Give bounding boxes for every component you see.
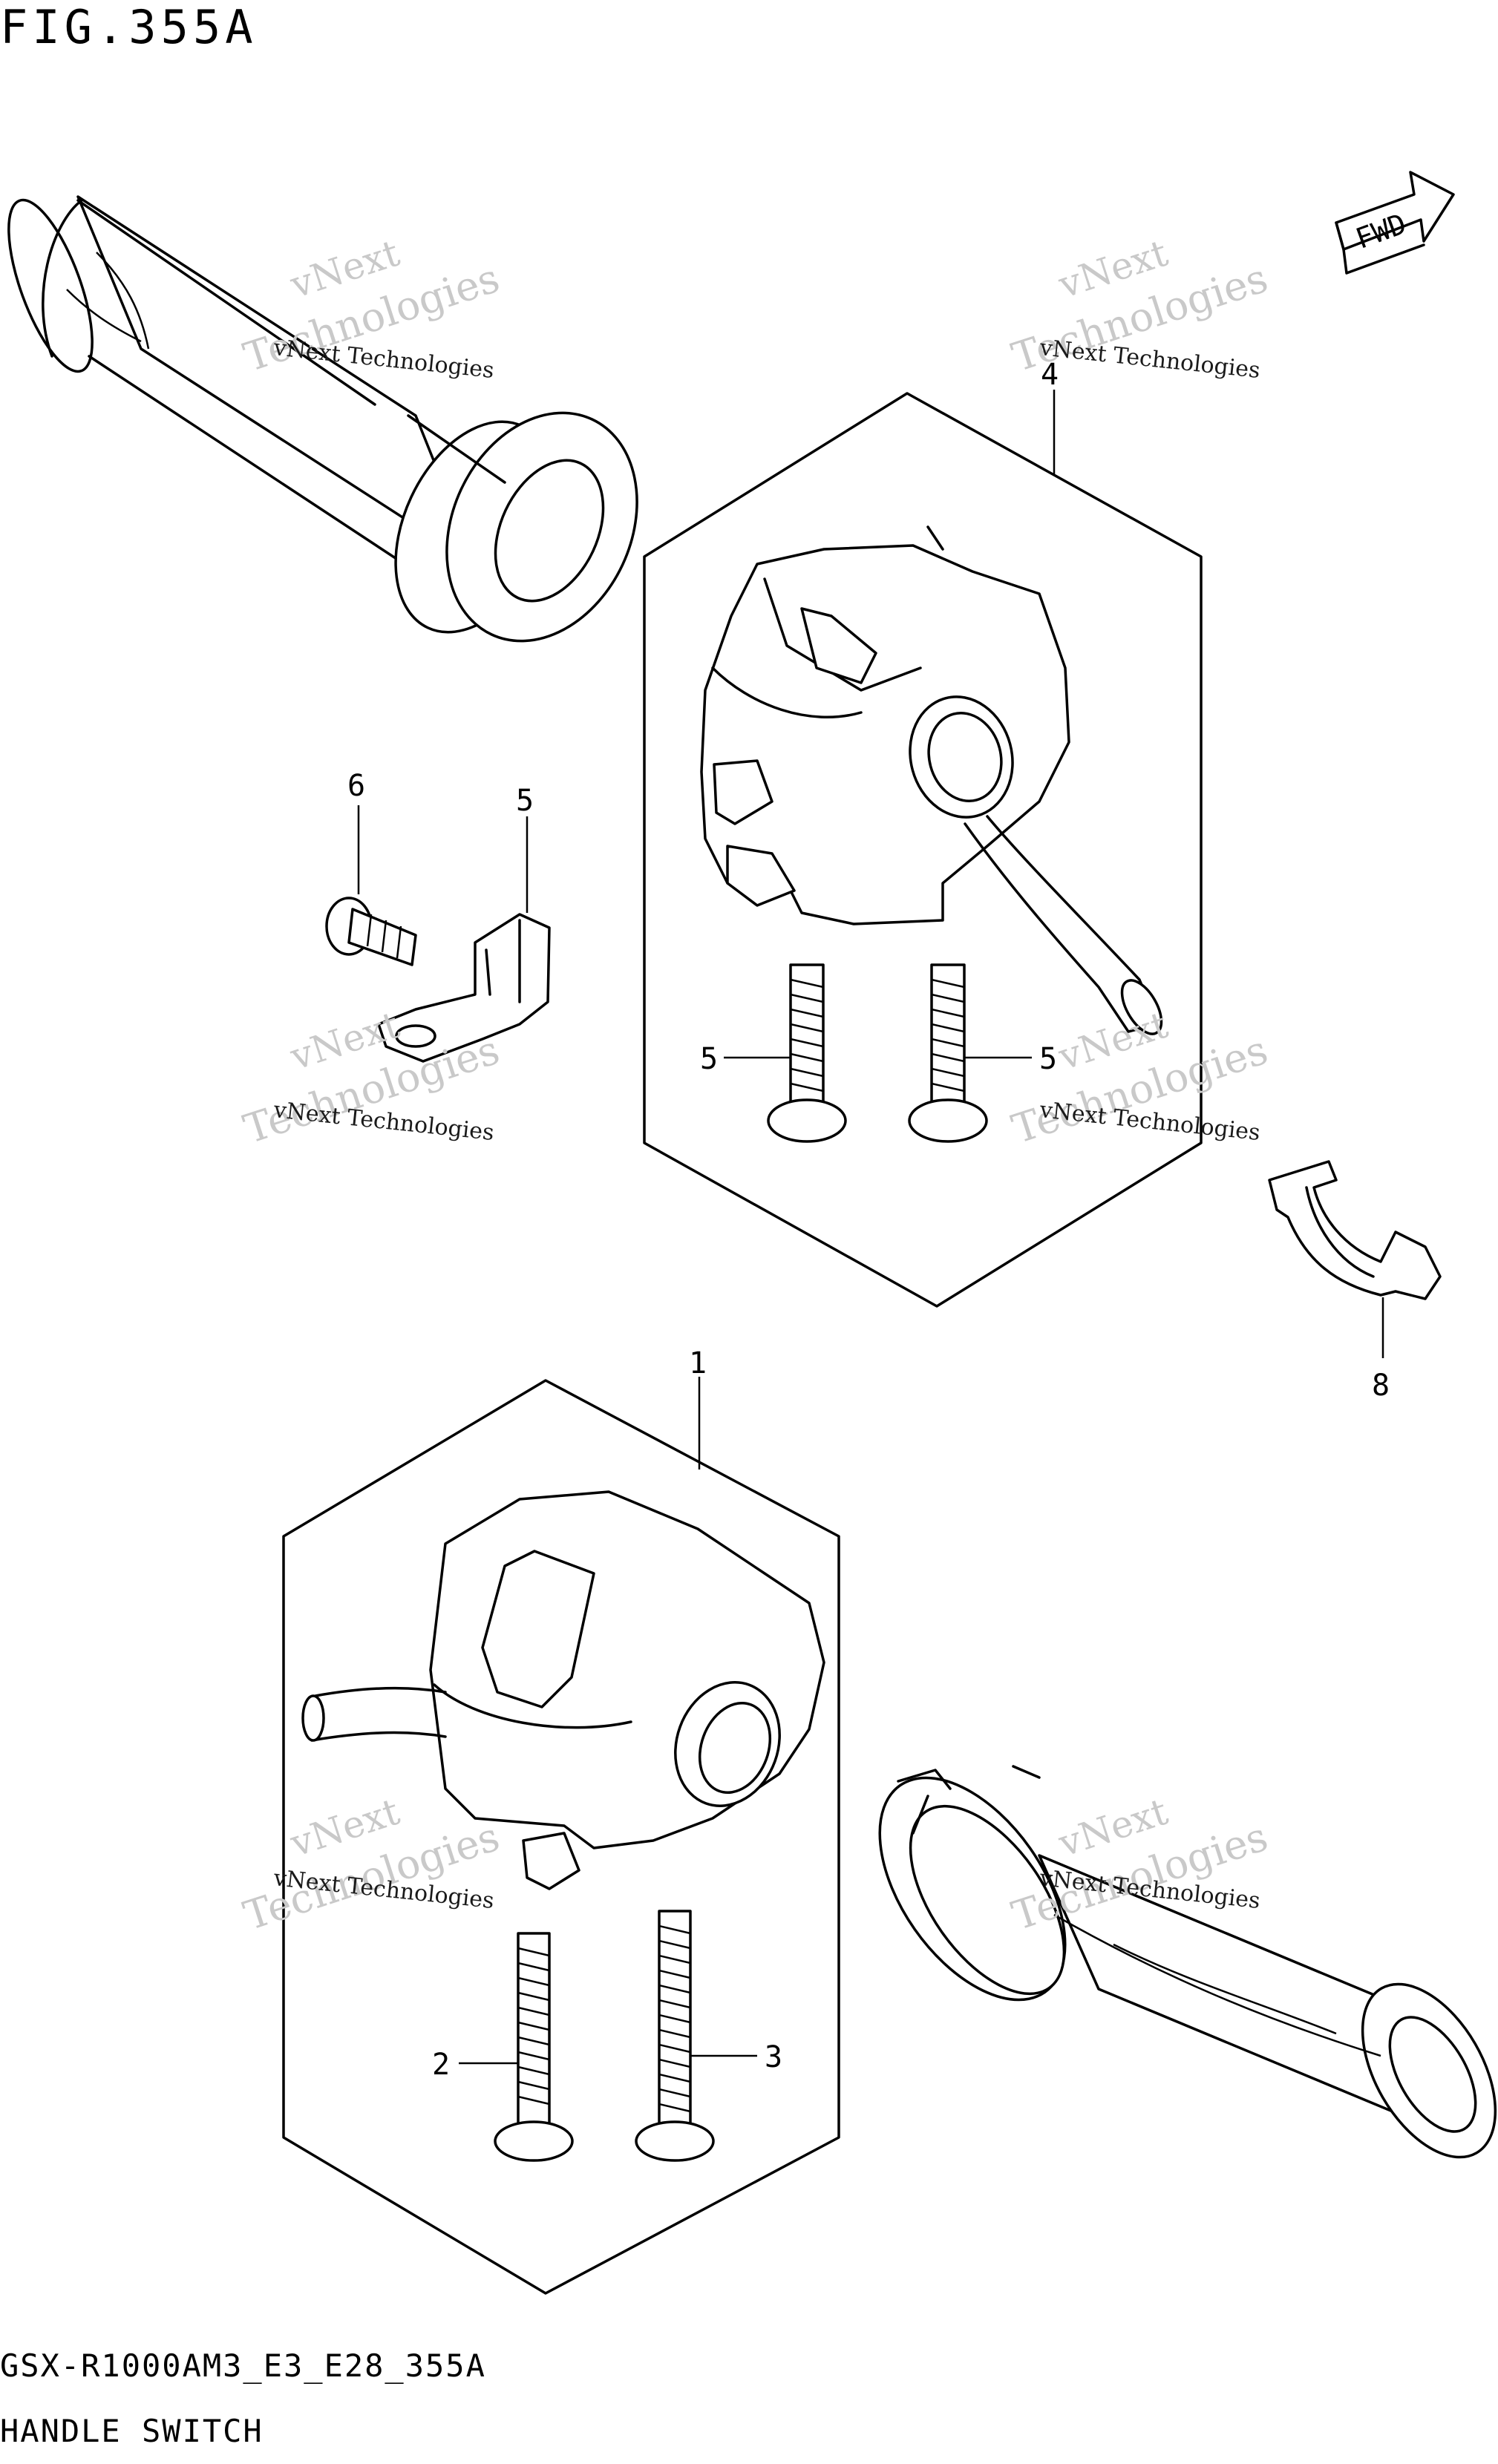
callout-8: 8 [1372,1369,1390,1403]
figure-code: GSX-R1000AM3_E3_E28_355A [0,2347,486,2384]
leader-lines [357,390,1384,2065]
left-grip-drawing [7,195,638,643]
screw-3-drawing [635,1910,715,2162]
callout-4: 4 [1041,358,1059,392]
callout-labels: 4 5 5 6 5 8 1 2 3 [347,358,1390,2082]
assembly-4-outline [643,392,1203,1308]
screw-5-right-drawing [908,963,988,1143]
clamp-8-drawing [1268,1160,1442,1300]
figure-title: FIG.355A [0,0,258,54]
right-switch-assembly-drawing [643,392,1203,1308]
fwd-arrow-icon: FWD [1335,171,1455,275]
watermark-top-right-text: vNext Technologies [1038,335,1261,384]
callout-7: 6 [347,769,365,803]
screw-2-drawing [494,1932,574,2162]
callout-3: 3 [765,2040,782,2074]
bracket-6-drawing [377,913,551,1063]
left-switch-assembly-drawing [282,1379,840,2295]
bolt-7-drawing [325,897,417,966]
callout-2: 2 [432,2048,450,2082]
assembly-1-outline [282,1379,840,2295]
right-grip-drawing [878,1765,1497,2159]
callout-6: 5 [516,784,534,818]
figure-name: HANDLE SWITCH [0,2413,264,2449]
callout-5-left: 5 [700,1042,718,1076]
callout-5-right: 5 [1039,1042,1057,1076]
screw-5-left-drawing [767,963,847,1143]
callout-1: 1 [689,1346,707,1380]
